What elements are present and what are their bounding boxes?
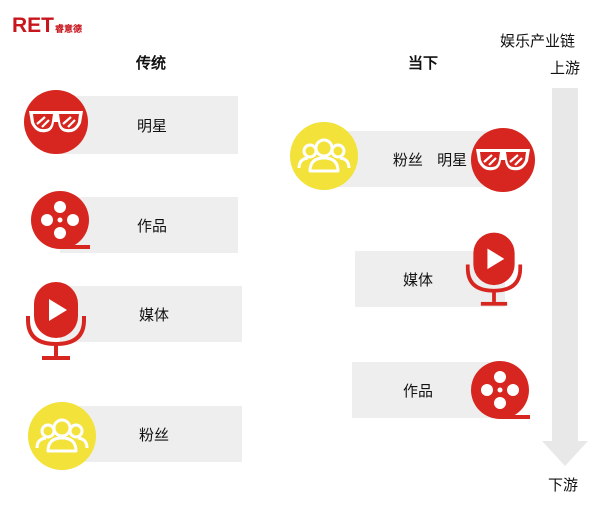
- downstream-arrow: [542, 88, 588, 466]
- film-reel-icon: [471, 361, 530, 419]
- traditional-item-star: 明星: [60, 96, 238, 154]
- people-icon: [28, 402, 96, 470]
- current-item-label: 粉丝 明星: [392, 150, 468, 169]
- sunglasses-icon: [24, 90, 88, 154]
- traditional-item-media: 媒体: [60, 286, 242, 342]
- traditional-item-label: 粉丝: [138, 425, 169, 444]
- chain-downstream-label: 下游: [548, 476, 579, 494]
- microphone-play-icon: [26, 282, 86, 360]
- sunglasses-icon: [471, 128, 535, 192]
- chain-upstream-label: 上游: [550, 59, 581, 77]
- heading-traditional: 传统: [136, 54, 167, 72]
- brand-logo: RET 睿意德: [12, 14, 82, 36]
- people-icon: [290, 122, 358, 190]
- current-item-label: 作品: [402, 381, 433, 400]
- traditional-item-label: 作品: [136, 216, 167, 235]
- traditional-item-works: 作品: [60, 197, 238, 253]
- traditional-item-label: 媒体: [138, 305, 169, 324]
- microphone-play-icon: [465, 232, 523, 306]
- chain-title: 娱乐产业链: [500, 32, 576, 50]
- heading-current: 当下: [408, 54, 439, 72]
- film-reel-icon: [31, 191, 90, 249]
- logo-cn-text: 睿意德: [55, 25, 83, 35]
- traditional-item-label: 明星: [136, 116, 167, 135]
- current-item-label: 媒体: [402, 270, 433, 289]
- logo-ret-text: RET: [12, 14, 54, 37]
